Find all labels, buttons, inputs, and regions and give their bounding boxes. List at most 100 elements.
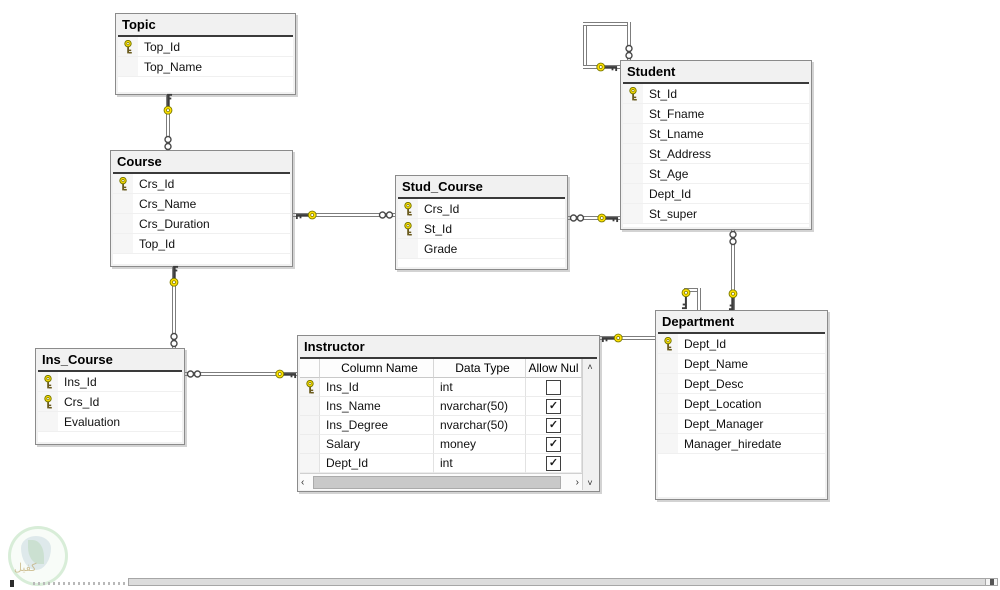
scroll-up-arrow-icon[interactable]: ˄ [587,361,593,372]
allow-null-checkbox[interactable]: ✓ [546,436,561,452]
table-row[interactable]: St_super [623,204,809,224]
table-row[interactable]: Evaluation [38,412,182,432]
relationship-line-topic-course[interactable] [166,95,170,150]
grid-row[interactable]: Dept_Id int ✓ [300,454,582,473]
table-row[interactable]: Crs_Name [113,194,290,214]
table-department[interactable]: Department Dept_Id Dept_Name Dept_Desc D… [655,310,828,500]
column-name: Crs_Duration [139,216,210,231]
row-key-icon [300,378,320,397]
row-key-spacer [113,194,133,213]
table-course[interactable]: Course Crs_Id Crs_Name Crs_Duration Top_… [110,150,293,267]
table-row[interactable]: St_Fname [623,104,809,124]
table-student[interactable]: Student St_Id St_Fname St_Lname St_Addre… [620,60,812,230]
relationship-line-department-student[interactable] [731,230,735,310]
watermark-text: كفيل [14,562,37,574]
table-row[interactable]: Dept_Id [623,184,809,204]
allow-null-checkbox[interactable]: ✓ [546,455,561,471]
relationship-line-instructor-inscourse[interactable] [185,372,297,376]
grid-header-column-name[interactable]: Column Name [320,359,434,378]
table-row[interactable]: Dept_Manager [658,414,825,434]
table-row[interactable]: Crs_Id [113,174,290,194]
table-row[interactable]: St_Id [398,219,565,239]
table-row[interactable]: Dept_Name [658,354,825,374]
allow-null-checkbox[interactable] [546,379,561,395]
row-key-spacer [398,239,418,258]
table-row[interactable]: Top_Name [118,57,293,77]
grid-header-data-type[interactable]: Data Type [434,359,526,378]
table-row[interactable]: Dept_Desc [658,374,825,394]
table-instructor-title: Instructor [304,339,365,354]
splitter-handle[interactable] [10,580,14,587]
grid-row[interactable]: Ins_Id int [300,378,582,397]
relationship-line-department-self-right[interactable] [697,288,701,310]
table-row[interactable]: St_Age [623,164,809,184]
column-name: Grade [424,241,458,256]
infinity-icon [729,230,737,246]
table-row[interactable]: Crs_Duration [113,214,290,234]
table-course-body: Crs_Id Crs_Name Crs_Duration Top_Id [113,172,290,264]
splitter-dots [33,582,127,585]
table-ins-course[interactable]: Ins_Course Ins_Id Crs_Id Evaluation [35,348,185,445]
grid-cell-type: int [434,454,526,473]
column-name: Dept_Location [684,396,762,411]
table-instructor-grid: Column Name Data Type Allow Nul Ins_Id i… [300,357,597,490]
relationship-line-student-studcourse[interactable] [568,216,620,220]
row-key-icon [113,174,133,193]
column-name: Evaluation [64,414,121,429]
diagram-scroll-thumb[interactable] [129,579,986,585]
grid-row[interactable]: Salary money ✓ [300,435,582,454]
watermark-shield-icon [21,536,51,570]
row-key-icon [398,219,418,238]
table-row[interactable]: Grade [398,239,565,259]
table-row[interactable]: Ins_Id [38,372,182,392]
table-stud-course[interactable]: Stud_Course Crs_Id St_Id Grade [395,175,568,270]
table-row[interactable]: St_Lname [623,124,809,144]
diagram-horizontal-scrollbar[interactable] [128,578,998,586]
relationship-line-student-self-top[interactable] [583,22,631,26]
relationship-line-department-self-top[interactable] [684,288,701,292]
row-key-spacer [658,354,678,373]
table-row[interactable]: Top_Id [118,37,293,57]
relationship-line-student-self-left[interactable] [583,22,587,69]
scroll-down-arrow-icon[interactable]: ˅ [587,477,593,488]
table-row[interactable]: St_Address [623,144,809,164]
grid-row[interactable]: Ins_Name nvarchar(50) ✓ [300,397,582,416]
scroll-right-arrow-icon[interactable]: › [575,476,579,488]
table-row[interactable]: Crs_Id [398,199,565,219]
table-stud-course-title: Stud_Course [402,179,483,194]
scrollbar-grip[interactable] [990,579,994,585]
instructor-vertical-scrollbar[interactable]: ˄ ˅ [582,359,597,490]
table-row[interactable]: Manager_hiredate [658,434,825,454]
row-key-spacer [300,397,320,416]
relationship-line-student-self-right[interactable] [627,22,631,60]
table-row[interactable]: Top_Id [113,234,290,254]
row-key-spacer [623,144,643,163]
grid-row[interactable]: Ins_Degree nvarchar(50) ✓ [300,416,582,435]
key-icon [275,369,297,379]
allow-null-checkbox[interactable]: ✓ [546,398,561,414]
relationship-line-instructor-department[interactable] [600,336,655,340]
table-ins-course-title: Ins_Course [42,352,113,367]
infinity-icon [378,211,394,219]
table-row[interactable]: Crs_Id [38,392,182,412]
relationship-line-course-inscourse[interactable] [172,267,176,348]
row-key-spacer [300,454,320,473]
instructor-horizontal-scrollbar[interactable]: ‹ › [300,473,582,490]
table-instructor[interactable]: Instructor Column Name Data Type Allow N… [297,335,600,492]
row-key-spacer [118,57,138,76]
grid-header-allow-nulls[interactable]: Allow Nul [526,359,582,378]
column-name: Top_Name [144,59,203,74]
key-icon [728,289,738,311]
scroll-left-arrow-icon[interactable]: ‹ [301,476,305,488]
horizontal-scroll-thumb[interactable] [313,476,561,489]
allow-null-checkbox[interactable]: ✓ [546,417,561,433]
column-name: St_Id [649,86,678,101]
grid-cell-type: nvarchar(50) [434,397,526,416]
table-row[interactable]: St_Id [623,84,809,104]
table-row[interactable]: Dept_Location [658,394,825,414]
table-topic[interactable]: Topic Top_Id Top_Name [115,13,296,95]
relationship-line-course-studcourse[interactable] [293,213,395,217]
table-row[interactable]: Dept_Id [658,334,825,354]
row-key-spacer [658,394,678,413]
